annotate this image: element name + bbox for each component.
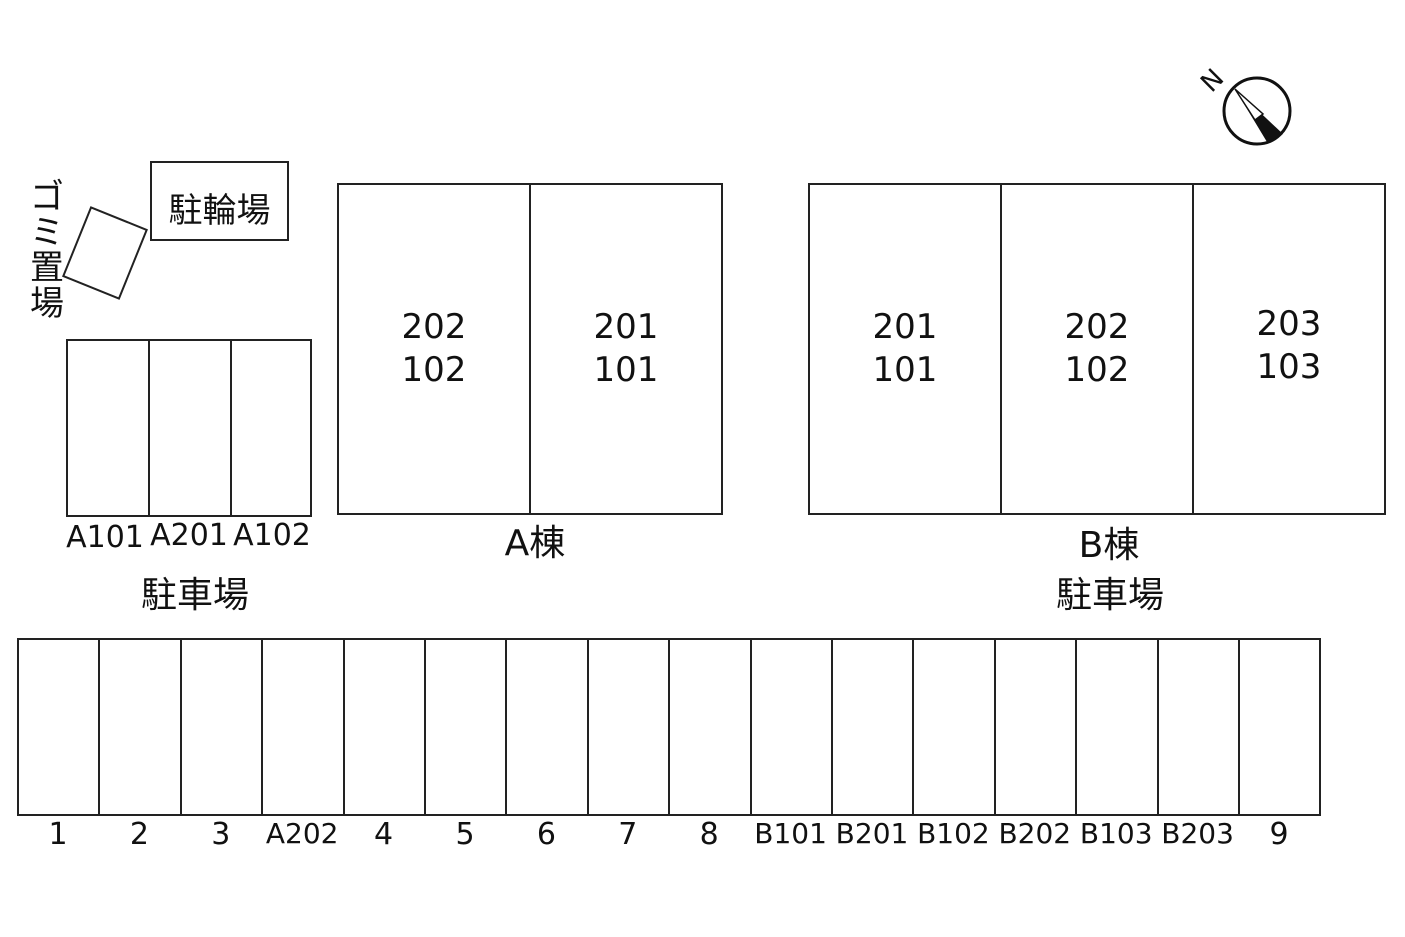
parking-title-left: 駐車場 [140, 575, 249, 616]
parking-slot [1238, 638, 1322, 816]
parking-slot [230, 339, 312, 517]
parking-slot-label: A101 [66, 520, 144, 555]
unit-number: 201 [872, 307, 938, 347]
parking-title-right: 駐車場 [1055, 575, 1164, 616]
unit-a-right: 201 101 [529, 183, 723, 515]
bicycle-parking: 駐輪場 [150, 161, 289, 241]
parking-slot [148, 339, 232, 517]
building-b-label: B棟 [1078, 525, 1140, 566]
parking-slot-label: A102 [233, 518, 311, 553]
unit-b-3: 203 103 [1192, 183, 1386, 515]
parking-slot-label: 8 [699, 817, 719, 852]
parking-slot [586, 638, 671, 816]
parking-slot [98, 638, 182, 816]
parking-slot-label: 9 [1269, 817, 1289, 852]
parking-slot [912, 638, 996, 816]
north-arrow-icon [1222, 76, 1292, 146]
parking-slot [342, 638, 426, 816]
parking-slot-label: B202 [998, 817, 1072, 850]
garbage-area [62, 206, 148, 300]
unit-b-2: 202 102 [1000, 183, 1194, 515]
parking-slot-label: 5 [455, 817, 475, 852]
parking-slot-label: B101 [754, 817, 827, 850]
parking-slot [668, 638, 752, 816]
parking-slot-label: A202 [265, 817, 339, 850]
parking-slot [261, 638, 345, 816]
unit-number: 203 [1256, 304, 1322, 344]
unit-number: 102 [1064, 350, 1130, 390]
building-a-label: A棟 [504, 523, 566, 564]
unit-number: 202 [401, 307, 467, 347]
unit-number: 101 [872, 350, 938, 390]
unit-number: 103 [1256, 347, 1322, 387]
unit-b-1: 201 101 [808, 183, 1002, 515]
unit-number: 201 [593, 307, 659, 347]
parking-slot [66, 339, 150, 517]
parking-slot [993, 638, 1078, 816]
parking-slot [424, 638, 508, 816]
parking-slot-label: 2 [129, 817, 149, 852]
parking-slot-label: 1 [48, 817, 68, 852]
garbage-area-label: ゴミ置場 [30, 177, 64, 325]
parking-slot-label: 3 [211, 817, 231, 852]
parking-slot [749, 638, 833, 816]
unit-number: 102 [401, 350, 467, 390]
parking-slot [505, 638, 589, 816]
parking-slot-label: 7 [618, 817, 638, 852]
parking-slot [1156, 638, 1240, 816]
parking-slot [831, 638, 915, 816]
unit-a-left: 202 102 [337, 183, 531, 515]
unit-number: 202 [1064, 307, 1130, 347]
parking-slot-label: B203 [1161, 817, 1234, 850]
parking-slot [17, 638, 101, 816]
parking-slot-label: B103 [1079, 817, 1153, 850]
unit-number: 101 [593, 350, 659, 390]
bicycle-parking-label: 駐輪場 [168, 191, 271, 231]
parking-slot [1075, 638, 1159, 816]
parking-slot-label: 4 [374, 817, 394, 852]
parking-slot [179, 638, 264, 816]
parking-slot-label: B201 [835, 817, 909, 850]
parking-slot-label: B102 [917, 817, 990, 850]
parking-slot-label: A201 [150, 518, 228, 553]
parking-slot-label: 6 [536, 817, 556, 852]
